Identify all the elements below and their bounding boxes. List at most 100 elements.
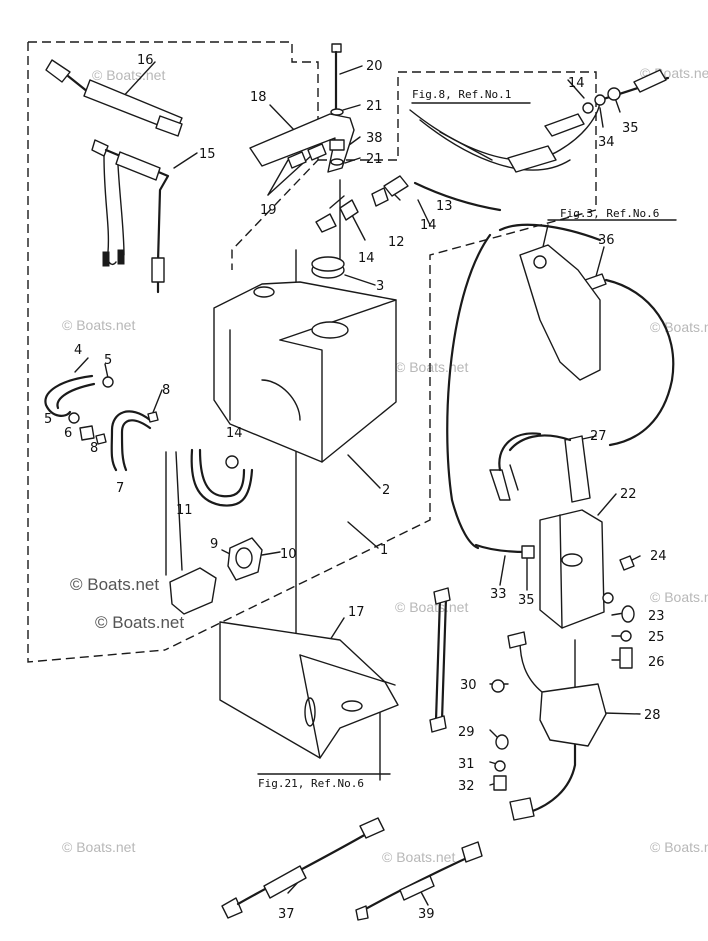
part-11-hose [190, 448, 254, 507]
part-34-hose [544, 69, 670, 137]
callout-number: 24 [650, 549, 667, 564]
callout-numbers: 16 15 18 20 21 38 21 19 14 34 35 13 14 1… [44, 53, 667, 922]
callout-number: 1 [380, 543, 388, 558]
callout-number: 2 [382, 483, 390, 498]
part-29-collar [495, 734, 509, 750]
callout-number: 27 [590, 429, 607, 444]
callout-number: 14 [226, 426, 243, 441]
part-33-hose [474, 543, 535, 559]
callout-number: 30 [460, 678, 477, 693]
part-20-bolt [331, 43, 342, 110]
callout-number: 17 [348, 605, 365, 620]
callout-number: 10 [280, 547, 297, 562]
watermark-brand-text: © Boats.net [95, 613, 184, 632]
part-37-hose [221, 817, 385, 919]
callout-number: 26 [648, 655, 665, 670]
callout-number: 31 [458, 757, 475, 772]
callout-number: 37 [278, 907, 295, 922]
callout-number: 29 [458, 725, 475, 740]
part-14-clip [413, 181, 502, 212]
callout-number: 34 [598, 135, 615, 150]
part-25-washer [620, 630, 632, 642]
part-19-pad [287, 143, 327, 169]
watermark-text: © Boats.net [382, 849, 455, 865]
callout-number: 3 [376, 279, 384, 294]
callout-number: 14 [358, 251, 375, 266]
reference-labels: Fig.8, Ref.No.1 Fig.3, Ref.No.6 Fig.21, … [257, 88, 677, 790]
watermark-text: © Boats.net [650, 589, 708, 605]
fig3-component [519, 244, 601, 381]
callout-number: 19 [260, 203, 277, 218]
part-10-grommet [227, 537, 263, 581]
fig3-reference: Fig.3, Ref.No.6 [560, 207, 659, 220]
callout-number: 21 [366, 152, 383, 167]
part-4-hose [44, 374, 96, 417]
part-7-hose [110, 410, 152, 472]
callout-number: 20 [366, 59, 383, 74]
part-28-rectifier-unit [507, 631, 607, 821]
vertical-oil-hose [429, 587, 451, 733]
part-17-tank-bracket [219, 621, 399, 759]
callout-number: 35 [518, 593, 535, 608]
callout-number: 11 [176, 503, 193, 518]
callout-number: 35 [622, 121, 639, 136]
callout-number: 5 [44, 412, 52, 427]
part-32-bolt [493, 775, 507, 791]
watermark-text: © Boats.net [650, 319, 708, 335]
callout-number: 21 [366, 99, 383, 114]
callout-number: 38 [366, 131, 383, 146]
part-14-clip-lower [225, 455, 239, 469]
callout-number: 22 [620, 487, 637, 502]
watermark-brand-text: © Boats.net [70, 575, 159, 594]
part-24-nut [619, 555, 635, 571]
part-6-joint [79, 425, 95, 441]
callout-number: 6 [64, 426, 72, 441]
callout-number: 36 [598, 233, 615, 248]
part-15-wire-harness [91, 139, 170, 294]
callout-number: 14 [420, 218, 437, 233]
assembly-boundary [27, 41, 597, 663]
part-2-oil-tank [213, 281, 397, 463]
part-31-washer [494, 760, 506, 772]
part-39-wire-lead [355, 841, 483, 921]
watermark-text: © Boats.net [395, 359, 468, 375]
part-13-fuel-hose [315, 175, 409, 233]
part-8-clip [95, 411, 159, 445]
part-5-clamp [68, 376, 114, 424]
callout-number: 23 [648, 609, 665, 624]
part-38-nut [329, 139, 345, 151]
part-21-washer [330, 108, 344, 166]
callout-number: 15 [199, 147, 216, 162]
callout-number: 12 [388, 235, 405, 250]
fig8-hose-routing [409, 99, 601, 173]
callout-number: 32 [458, 779, 475, 794]
part-23-collar [621, 605, 635, 623]
callout-number: 18 [250, 90, 267, 105]
watermark-text: © Boats.net [62, 317, 135, 333]
callout-number: 16 [137, 53, 154, 68]
callout-number: 28 [644, 708, 661, 723]
callout-number: 33 [490, 587, 507, 602]
callout-number: 5 [104, 353, 112, 368]
fig21-reference: Fig.21, Ref.No.6 [258, 777, 364, 790]
fig8-reference: Fig.8, Ref.No.1 [412, 88, 511, 101]
callout-number: 8 [162, 383, 170, 398]
watermark-text: © Boats.net [395, 599, 468, 615]
watermark-text: © Boats.net [62, 839, 135, 855]
callout-number: 8 [90, 441, 98, 456]
callout-number: 13 [436, 199, 453, 214]
callout-number: 9 [210, 537, 218, 552]
part-9-oil-level-sensor [165, 451, 217, 615]
callout-number: 7 [116, 481, 124, 496]
part-16-fuel-hose [45, 59, 183, 137]
part-3-tank-cap [311, 256, 345, 279]
callout-number: 14 [568, 76, 585, 91]
callout-number: 39 [418, 907, 435, 922]
watermark-text: © Boats.net [650, 839, 708, 855]
watermark-layer: © Boats.net © Boats.net © Boats.net © Bo… [62, 65, 708, 865]
callout-number: 25 [648, 630, 665, 645]
part-22-oil-injection-unit [539, 509, 614, 629]
part-27-plug-cap [489, 432, 591, 503]
